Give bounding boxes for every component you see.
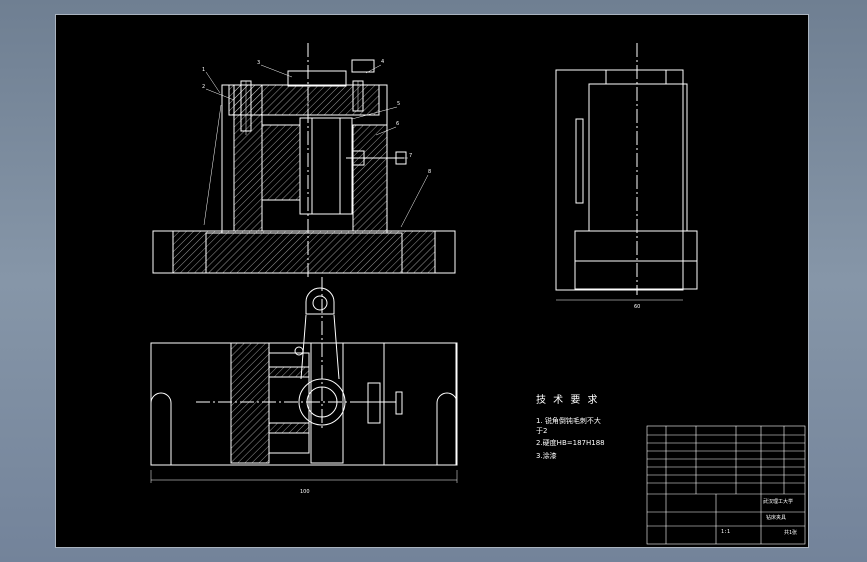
balloon-5: 5	[397, 101, 400, 107]
requirement-item-1-cont: 于2	[536, 427, 548, 435]
requirement-item-3: 3.涂漆	[536, 452, 557, 460]
front-view[interactable]	[152, 43, 456, 277]
title-block-frame	[646, 425, 806, 545]
balloon-3: 3	[257, 60, 260, 66]
balloon-1: 1	[202, 67, 205, 73]
balloon-8: 8	[428, 169, 431, 175]
top-view[interactable]	[150, 277, 458, 483]
balloon-7: 7	[409, 153, 412, 159]
dimension-side: 60	[634, 304, 640, 310]
side-view[interactable]	[555, 43, 698, 301]
title-block-scale: 1:1	[721, 529, 731, 535]
title-block-sheet: 共1张	[784, 530, 798, 536]
requirement-item-2: 2.硬度HB=187H188	[536, 439, 605, 447]
title-block-company: 武汉理工大学	[763, 499, 794, 505]
drawing-canvas: 1 2 3 4 5 6 7 8 100 60	[150, 43, 806, 545]
balloon-4: 4	[381, 59, 384, 65]
balloon-2: 2	[202, 84, 205, 90]
title-block-title: 钻床夹具	[766, 515, 787, 521]
balloon-6: 6	[396, 121, 399, 127]
technical-requirements-title: 技 术 要 求	[536, 395, 600, 406]
drawing-sheet[interactable]: 1 2 3 4 5 6 7 8 100 60 技 术 要 求 1. 锐角倒钝毛刺…	[55, 14, 809, 548]
dimension-bottom: 100	[300, 489, 310, 495]
requirement-item-1: 1. 锐角倒钝毛刺不大	[536, 417, 601, 425]
